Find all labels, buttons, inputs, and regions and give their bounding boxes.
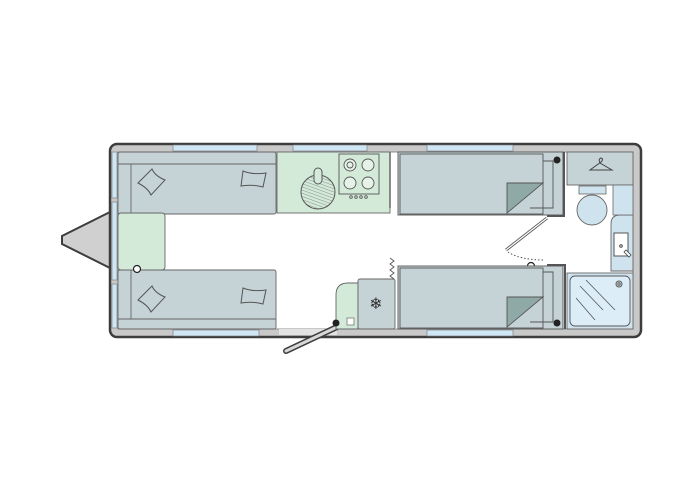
bedroom [397,151,564,330]
speaker-icon [553,319,561,327]
washroom-shelf [612,184,634,216]
window [172,329,260,337]
cushion-icon [137,168,166,196]
speaker-icon [553,156,561,164]
sofa-bottom [117,269,277,330]
fridge [357,278,396,330]
shower-drain-icon [615,280,623,288]
toilet-cistern [578,185,607,195]
door-frame [547,152,565,217]
window [111,201,118,281]
shower-drain-inner [617,282,621,286]
cushion-icon [240,287,267,305]
wardrobe-hanger-icon [588,157,614,171]
front-lounge [117,151,277,330]
cushion-icon [240,170,267,188]
speaker-icon [332,319,340,327]
heater-icon [389,257,395,280]
interior-door-panel [505,217,548,251]
switch-icon [346,317,355,326]
mattress-bottom [399,267,544,329]
fridge-snowflake-icon: ❄ [369,294,382,313]
sofa-top [117,151,277,215]
windows [111,144,514,337]
cushion-icon [137,285,166,313]
door-frame [547,264,566,329]
basin-drain [619,244,623,248]
a-frame-hitch-icon [61,210,111,270]
shower-tray-icon [569,275,631,327]
toilet-icon [576,194,608,226]
bed-storage-top [530,160,554,209]
mattress-top [399,153,544,215]
bed-fold-icon [506,296,545,328]
cushions [137,168,267,313]
window [172,144,258,152]
window [111,283,118,329]
bed-storage-bottom [530,271,554,323]
window [292,144,368,152]
window [111,151,118,199]
entrance-opening [279,329,337,335]
front-table [117,212,166,271]
basin-tap-icon [623,249,632,258]
side-cabinet [335,282,359,330]
hob-icon [338,153,380,199]
window [426,144,514,152]
bed-fold-icon [506,182,545,214]
window [426,329,514,337]
entrance-door-panel [284,325,339,353]
shower-glass-lines [575,279,616,321]
wardrobe [566,151,634,186]
tap-icon [313,167,323,185]
